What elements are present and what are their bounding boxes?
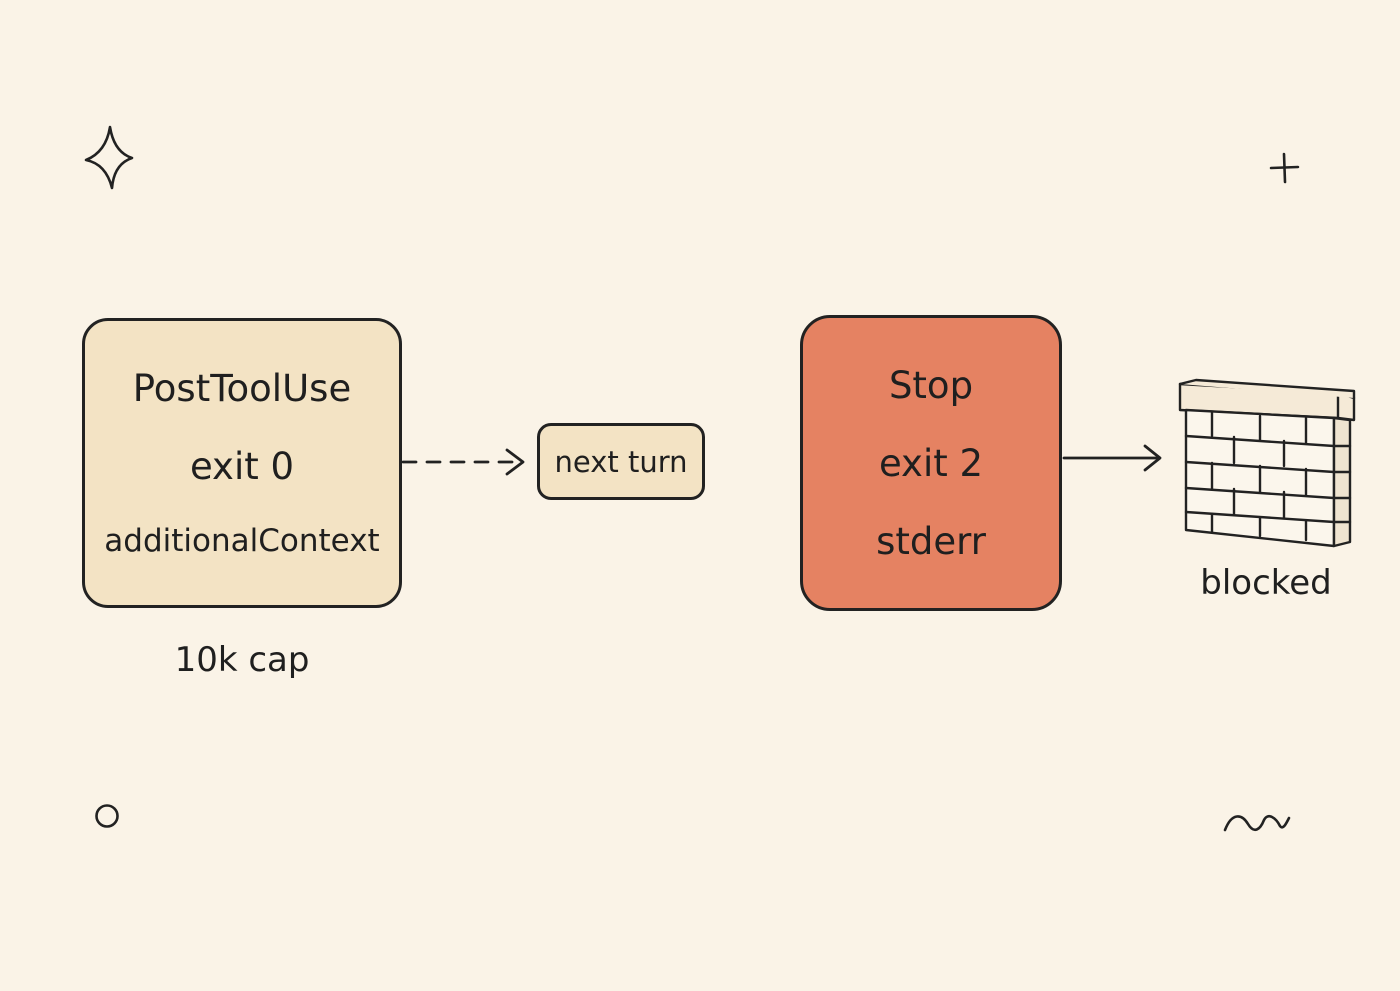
circle-icon (95, 804, 119, 828)
post-tool-use-title: PostToolUse (132, 366, 352, 410)
post-tool-use-exit: exit 0 (189, 444, 295, 488)
brick-wall-icon (1178, 378, 1356, 548)
dashed-arrow (401, 448, 525, 476)
plus-icon (1269, 152, 1300, 184)
solid-arrow (1062, 444, 1162, 472)
post-tool-use-box: PostToolUse exit 0 additionalContext (82, 318, 402, 608)
cap-label: 10k cap (174, 640, 310, 680)
sparkle-icon (84, 125, 134, 190)
stop-stream: stderr (876, 519, 986, 563)
next-turn-box: next turn (537, 423, 705, 500)
post-tool-use-context: additionalContext (104, 522, 380, 559)
blocked-label: blocked (1200, 563, 1332, 603)
squiggle-icon (1223, 814, 1291, 832)
stop-title: Stop (888, 363, 974, 407)
stop-exit: exit 2 (878, 441, 984, 485)
next-turn-label: next turn (554, 444, 688, 479)
stop-box: Stop exit 2 stderr (800, 315, 1062, 611)
